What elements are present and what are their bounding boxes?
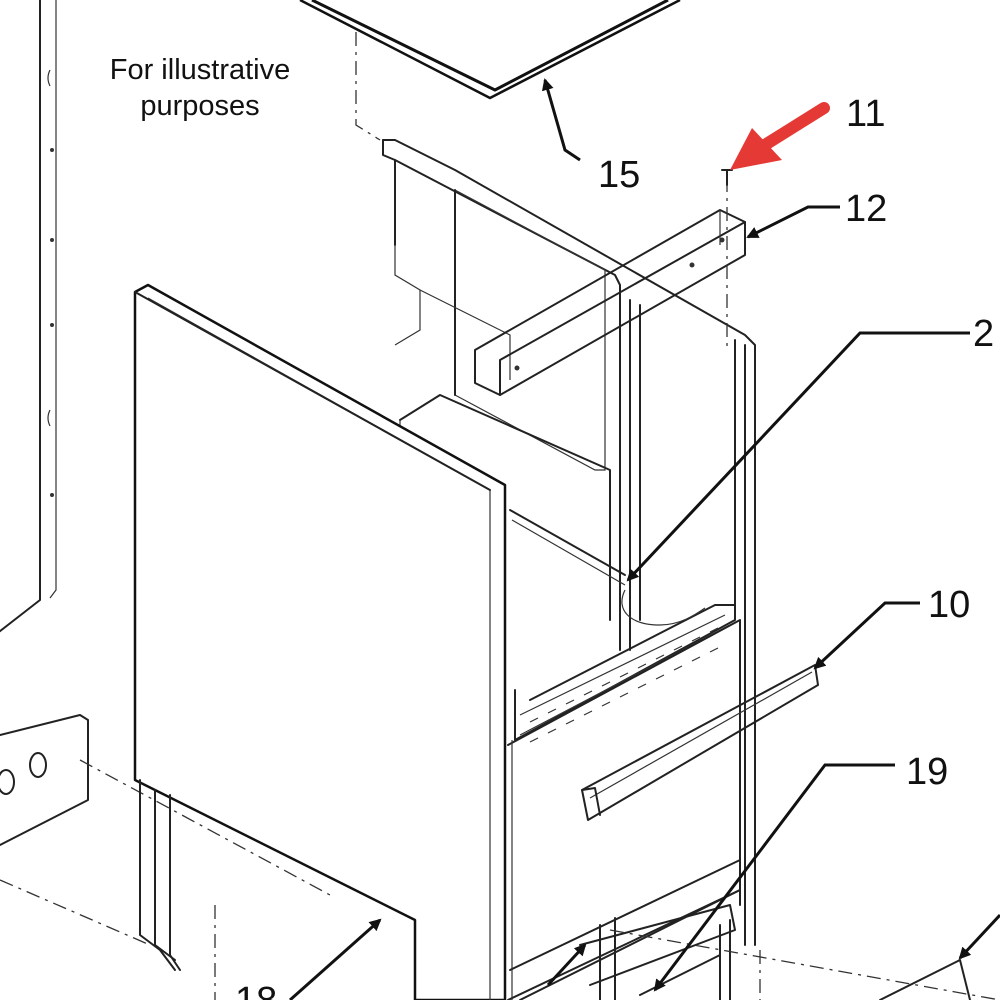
leader-12: [746, 205, 840, 239]
lower-left-bracket: [0, 714, 331, 1000]
leader-lower-left: [546, 943, 587, 987]
leader-lower-right: [958, 913, 1000, 960]
highlight-arrow: [730, 102, 830, 170]
cross-rail: [474, 169, 746, 396]
callout-11: 11: [846, 93, 885, 135]
leader-10: [813, 601, 920, 670]
callout-19: 19: [906, 751, 948, 793]
adjacent-cabinet-side: [0, 0, 57, 633]
leader-15: [541, 78, 581, 162]
leader-2: [626, 331, 970, 582]
callout-10: 10: [928, 584, 970, 626]
drawer-handle: [581, 664, 819, 821]
leader-18: [289, 918, 382, 1000]
callout-18: 18: [235, 980, 277, 1000]
callout-2: 2: [973, 313, 994, 355]
callout-15: 15: [598, 154, 640, 196]
leader-19: [653, 763, 895, 992]
illustrative-note: For illustrative purposes: [109, 54, 291, 122]
callout-12: 12: [845, 188, 887, 230]
drawer-front: [507, 619, 741, 1000]
front-side-panel: [133, 283, 507, 1000]
lower-rails: [579, 904, 1000, 1000]
leader-lines: [289, 78, 1000, 1000]
top-cover-panel: [299, 0, 681, 141]
